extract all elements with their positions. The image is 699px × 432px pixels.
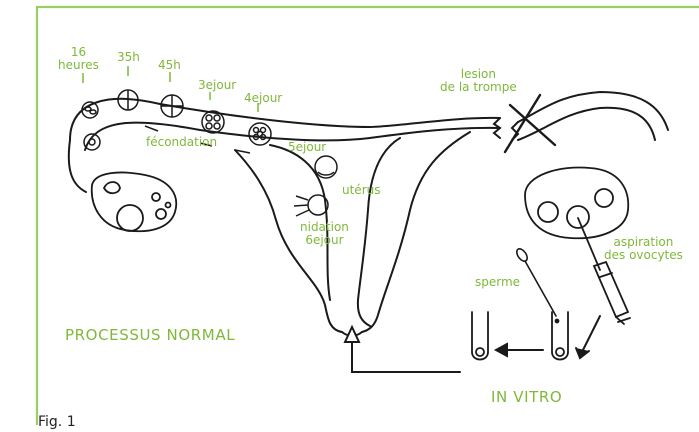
label-45h: 45h — [158, 59, 181, 72]
label-aspiration: aspiration des ovocytes — [604, 236, 683, 262]
label-16-heures: 16 heures — [58, 46, 99, 72]
figure-caption: Fig. 1 — [38, 416, 76, 429]
label-3e-jour: 3ejour — [198, 79, 236, 92]
label-5e-jour: 5ejour — [288, 141, 326, 154]
uterus-outline — [69, 99, 500, 336]
label-4e-jour: 4ejour — [244, 92, 282, 105]
label-fecondation: fécondation — [146, 136, 217, 149]
right-tube — [494, 92, 668, 152]
label-lesion: lesion de la trompe — [440, 68, 517, 94]
label-sperme: sperme — [475, 276, 520, 289]
label-uterus: utérus — [342, 184, 380, 197]
label-processus-normal: PROCESSUS NORMAL — [65, 327, 235, 343]
label-nidation: nidation 6ejour — [300, 221, 349, 247]
culture-tubes — [472, 312, 568, 360]
label-35h: 35h — [117, 51, 140, 64]
left-ovary — [92, 172, 176, 231]
label-in-vitro: IN VITRO — [491, 389, 562, 405]
right-ovary — [525, 167, 628, 238]
